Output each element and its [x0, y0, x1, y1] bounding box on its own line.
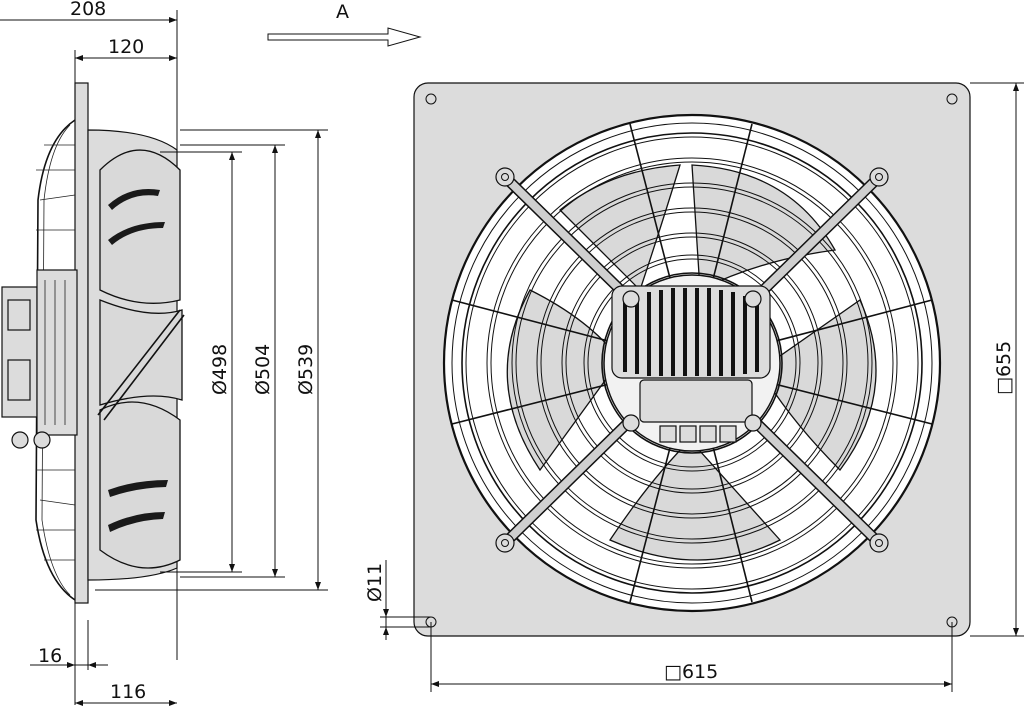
guard-rings [461, 132, 923, 594]
dimension-11-label: Ø11 [364, 563, 386, 602]
dimension-504: Ø504 [180, 144, 285, 578]
dimension-655: □655 [970, 82, 1024, 637]
side-blade-slots [97, 189, 185, 532]
dimension-615-label: □615 [664, 661, 718, 683]
view-arrow-a: A [267, 1, 422, 47]
dimension-116-label: 116 [110, 681, 146, 703]
dimension-504-label: Ø504 [252, 344, 274, 395]
dimension-16-label: 16 [38, 645, 62, 667]
dimension-539: Ø539 [95, 129, 328, 591]
dimension-208-label: 208 [70, 0, 106, 20]
dimension-116: 116 [75, 681, 177, 706]
cooling-fins [623, 288, 759, 376]
cable-glands [659, 425, 737, 443]
dimension-120-label: 120 [108, 36, 144, 58]
dimension-655-label: □655 [993, 341, 1015, 395]
side-view: 208 120 [0, 0, 328, 706]
dimension-11: Ø11 [364, 560, 431, 640]
dimension-498: Ø498 [160, 151, 242, 573]
dimension-615: □615 [430, 622, 953, 692]
terminal-box [639, 379, 753, 423]
side-blade-middle [99, 299, 183, 406]
dimension-498-label: Ø498 [209, 344, 231, 395]
motor-hub [603, 274, 781, 452]
motor-housing [1, 269, 78, 449]
front-view: □615 □655 Ø11 [364, 82, 1024, 692]
dimension-16: 16 [30, 620, 108, 670]
view-arrow-label: A [336, 1, 349, 23]
front-blades [506, 164, 877, 561]
dimension-539-label: Ø539 [295, 344, 317, 395]
nozzle-inner-ring [451, 122, 933, 604]
